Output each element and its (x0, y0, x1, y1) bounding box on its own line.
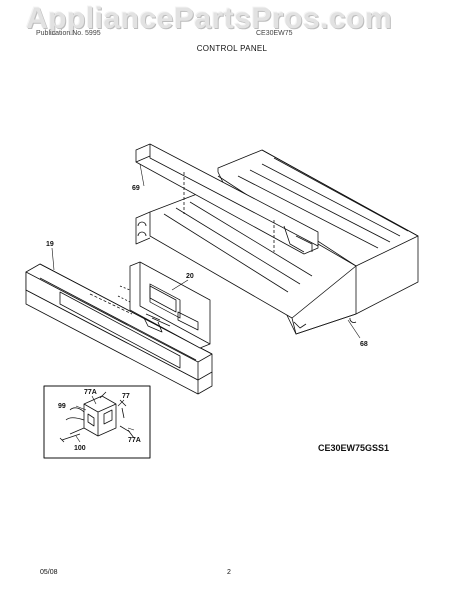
callout-99: 99 (58, 403, 66, 410)
part-69-bracket (135, 143, 319, 255)
callout-77: 77 (122, 393, 130, 400)
callout-19: 19 (46, 241, 54, 248)
part-20-control-board (89, 261, 211, 349)
footer-page-number: 2 (227, 569, 231, 576)
model-code: CE30EW75GSS1 (318, 443, 390, 453)
publication-header: Publication No. 5995 (36, 30, 101, 37)
callout-100: 100 (74, 445, 86, 452)
inset-detail-box (43, 385, 151, 459)
callout-77a-bottom: 77A (128, 437, 141, 444)
callout-20: 20 (186, 273, 194, 280)
callout-68: 68 (360, 341, 368, 348)
model-header: CE30EW75 (256, 30, 293, 37)
watermark-logo: AppliancePartsPros.com (26, 2, 393, 35)
callout-69: 69 (132, 185, 140, 192)
footer-date: 05/08 (40, 569, 58, 576)
section-title: CONTROL PANEL (196, 44, 268, 53)
callout-77a-top: 77A (84, 389, 97, 396)
leader-lines (51, 163, 361, 443)
